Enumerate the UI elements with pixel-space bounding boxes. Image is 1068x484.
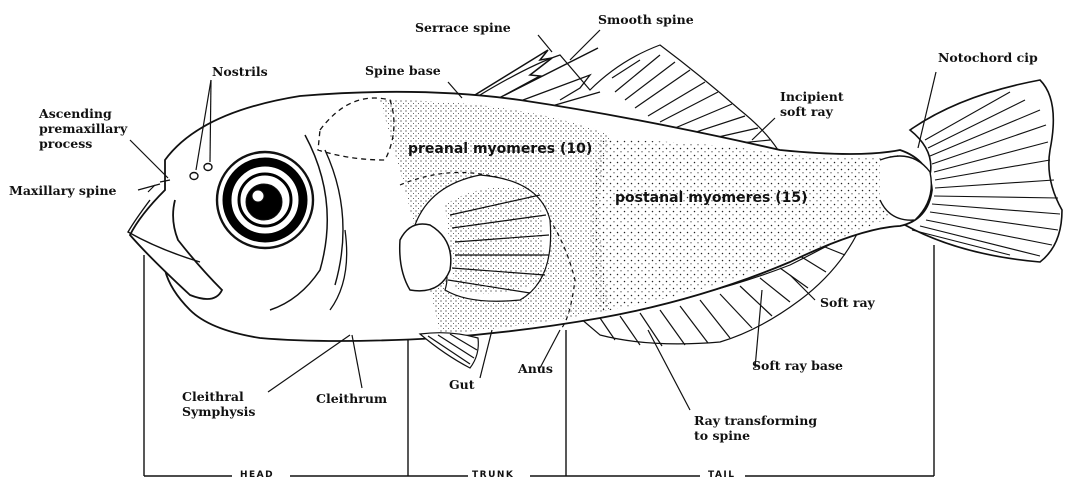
smooth-spine-label: Smooth spine bbox=[598, 12, 694, 27]
trunk-section-label: TRUNK bbox=[472, 470, 514, 480]
pelvic-fin bbox=[420, 333, 478, 368]
postanal-myomeres-label: postanal myomeres (15) bbox=[615, 190, 808, 206]
cleithral-symphysis-label: Cleithral Symphysis bbox=[182, 389, 255, 419]
anus-label: Anus bbox=[518, 361, 553, 376]
preanal-myomeres-label: preanal myomeres (10) bbox=[408, 141, 592, 157]
cleithrum-label: Cleithrum bbox=[316, 391, 387, 406]
spine-base-label: Spine base bbox=[365, 63, 441, 78]
notochord-tip-label: Notochord cip bbox=[938, 50, 1038, 65]
gut-label: Gut bbox=[449, 377, 475, 392]
ray-transforming-label: Ray transforming to spine bbox=[694, 413, 817, 443]
soft-ray-base-label: Soft ray base bbox=[752, 358, 843, 373]
soft-ray-label: Soft ray bbox=[820, 295, 875, 310]
incipient-soft-ray-label: Incipient soft ray bbox=[780, 89, 844, 119]
ascending-premaxillary-label: Ascending premaxillary process bbox=[39, 106, 127, 151]
nostrils-label: Nostrils bbox=[212, 64, 268, 79]
maxillary-spine-label: Maxillary spine bbox=[9, 183, 117, 198]
tail-section-label: TAIL bbox=[708, 470, 736, 480]
serrate-spine-label: Serrace spine bbox=[415, 20, 511, 35]
head-section-label: HEAD bbox=[240, 470, 274, 480]
